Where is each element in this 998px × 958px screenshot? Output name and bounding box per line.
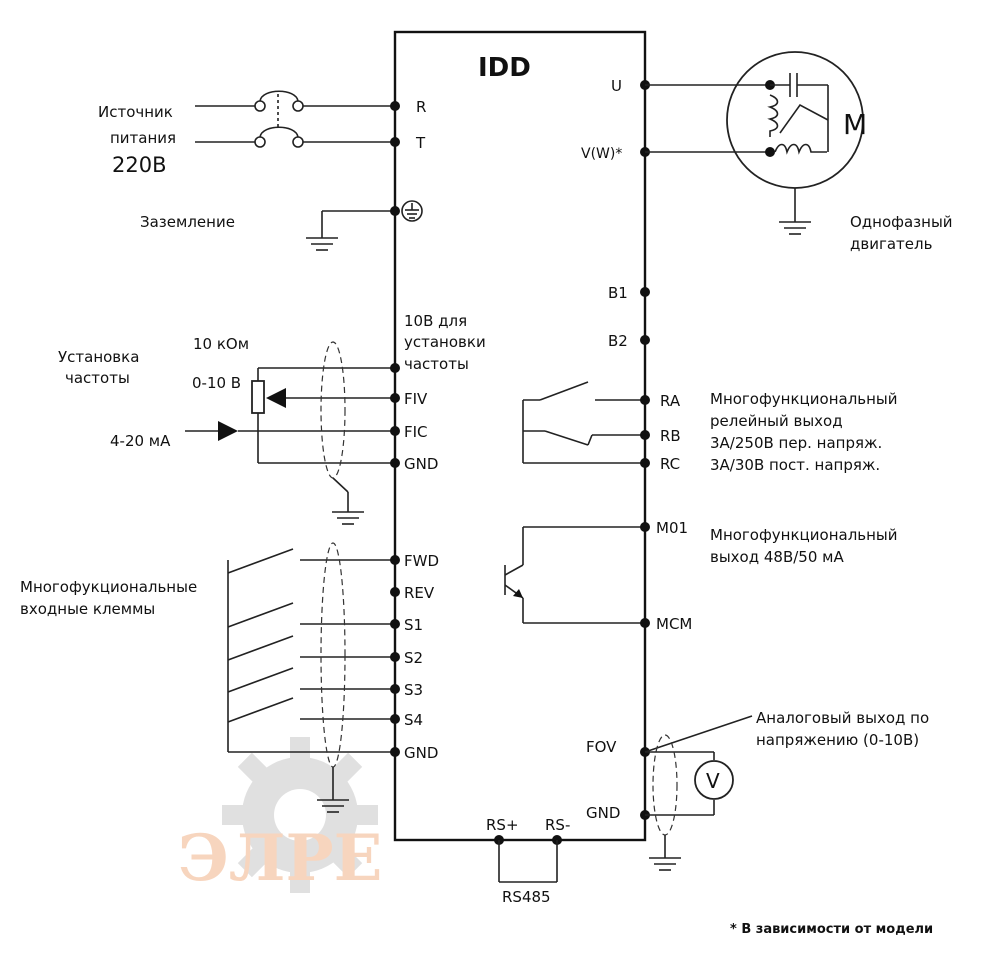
- terminal-S4: S4: [404, 711, 423, 729]
- terminal-FWD: FWD: [404, 552, 439, 570]
- freq-setting-label-2: частоты: [65, 369, 130, 387]
- terminal-VW: V(W)*: [581, 146, 622, 162]
- terminal-RA: RA: [660, 392, 681, 410]
- analog-output-circuit: [644, 715, 753, 871]
- power-source-label-2: питания: [110, 129, 176, 147]
- power-source-label-3: 220В: [112, 153, 167, 177]
- ground-connection: [306, 210, 395, 251]
- terminal-FIV: FIV: [404, 390, 428, 408]
- watermark-text: ЭЛРЕ: [178, 821, 382, 896]
- transistor-output: [504, 526, 645, 624]
- terminal-B2: B2: [608, 332, 628, 350]
- ground-label: Заземление: [140, 213, 235, 231]
- voltage-range-label: 0-10 В: [192, 374, 241, 392]
- terminal-MCM: MCM: [656, 615, 692, 633]
- current-input: [185, 421, 395, 441]
- terminal-M01: M01: [656, 519, 688, 537]
- motor: [645, 51, 864, 235]
- relay-output-label-1: Многофункциональный: [710, 390, 898, 408]
- terminal-GND-analog: GND: [404, 455, 438, 473]
- power-source-label-1: Источник: [98, 103, 173, 121]
- multi-inputs-label-2: входные клеммы: [20, 600, 155, 618]
- terminal-R: R: [416, 98, 426, 116]
- current-range-label: 4-20 мА: [110, 432, 171, 450]
- terminal-RC: RC: [660, 455, 680, 473]
- analog-output-label-1: Аналоговый выход по: [756, 709, 929, 727]
- relay-output-label-2: релейный выход: [710, 412, 843, 430]
- digital-shield: [317, 542, 349, 813]
- potentiometer: [251, 367, 395, 464]
- watermark-logo: ЭЛРЕ: [178, 737, 382, 896]
- terminal-FOV: FOV: [586, 738, 617, 756]
- digital-inputs: [227, 548, 395, 753]
- multi-inputs-label-1: Многофукциональные: [20, 578, 197, 596]
- terminal-B1: B1: [608, 284, 628, 302]
- ref10v-label-1: 10В для: [404, 312, 467, 330]
- multi-output-label-2: выход 48В/50 мА: [710, 548, 844, 566]
- terminal-RB: RB: [660, 427, 681, 445]
- motor-letter: M: [843, 108, 867, 141]
- terminal-U: U: [611, 77, 622, 95]
- motor-label-2: двигатель: [850, 235, 932, 253]
- ground-icon: [401, 200, 423, 222]
- terminal-S3: S3: [404, 681, 423, 699]
- device-title: IDD: [478, 53, 531, 83]
- footnote: * В зависимости от модели: [730, 922, 933, 937]
- motor-label-1: Однофазный: [850, 213, 953, 231]
- freq-setting-label-1: Установка: [58, 348, 139, 366]
- voltmeter-icon: V: [694, 760, 734, 800]
- terminal-S2: S2: [404, 649, 423, 667]
- multi-output-label-1: Многофункциональный: [710, 526, 898, 544]
- terminal-FIC: FIC: [404, 423, 428, 441]
- analog-output-label-2: напряжению (0-10В): [756, 731, 919, 749]
- rs485-label: RS485: [502, 888, 551, 906]
- ref10v-label-3: частоты: [404, 355, 469, 373]
- pot-value-label: 10 кОм: [193, 335, 249, 353]
- power-input: [195, 90, 395, 148]
- terminal-S1: S1: [404, 616, 423, 634]
- relay-output-label-3: 3А/250В пер. напряж.: [710, 434, 882, 452]
- terminal-REV: REV: [404, 584, 435, 602]
- terminal-GND-analog-out: GND: [586, 804, 620, 822]
- terminal-GND-digital: GND: [404, 744, 438, 762]
- ref10v-label-2: установки: [404, 333, 486, 351]
- terminal-T: T: [415, 134, 426, 152]
- gear-icon: [222, 737, 378, 893]
- relay-output-label-4: 3А/30В пост. напряж.: [710, 456, 880, 474]
- terminal-RS-minus: RS-: [545, 816, 570, 834]
- voltmeter-symbol: V: [706, 769, 720, 793]
- relay-output: [522, 381, 645, 464]
- analog-shield: [320, 341, 364, 525]
- terminal-RS-plus: RS+: [486, 816, 519, 834]
